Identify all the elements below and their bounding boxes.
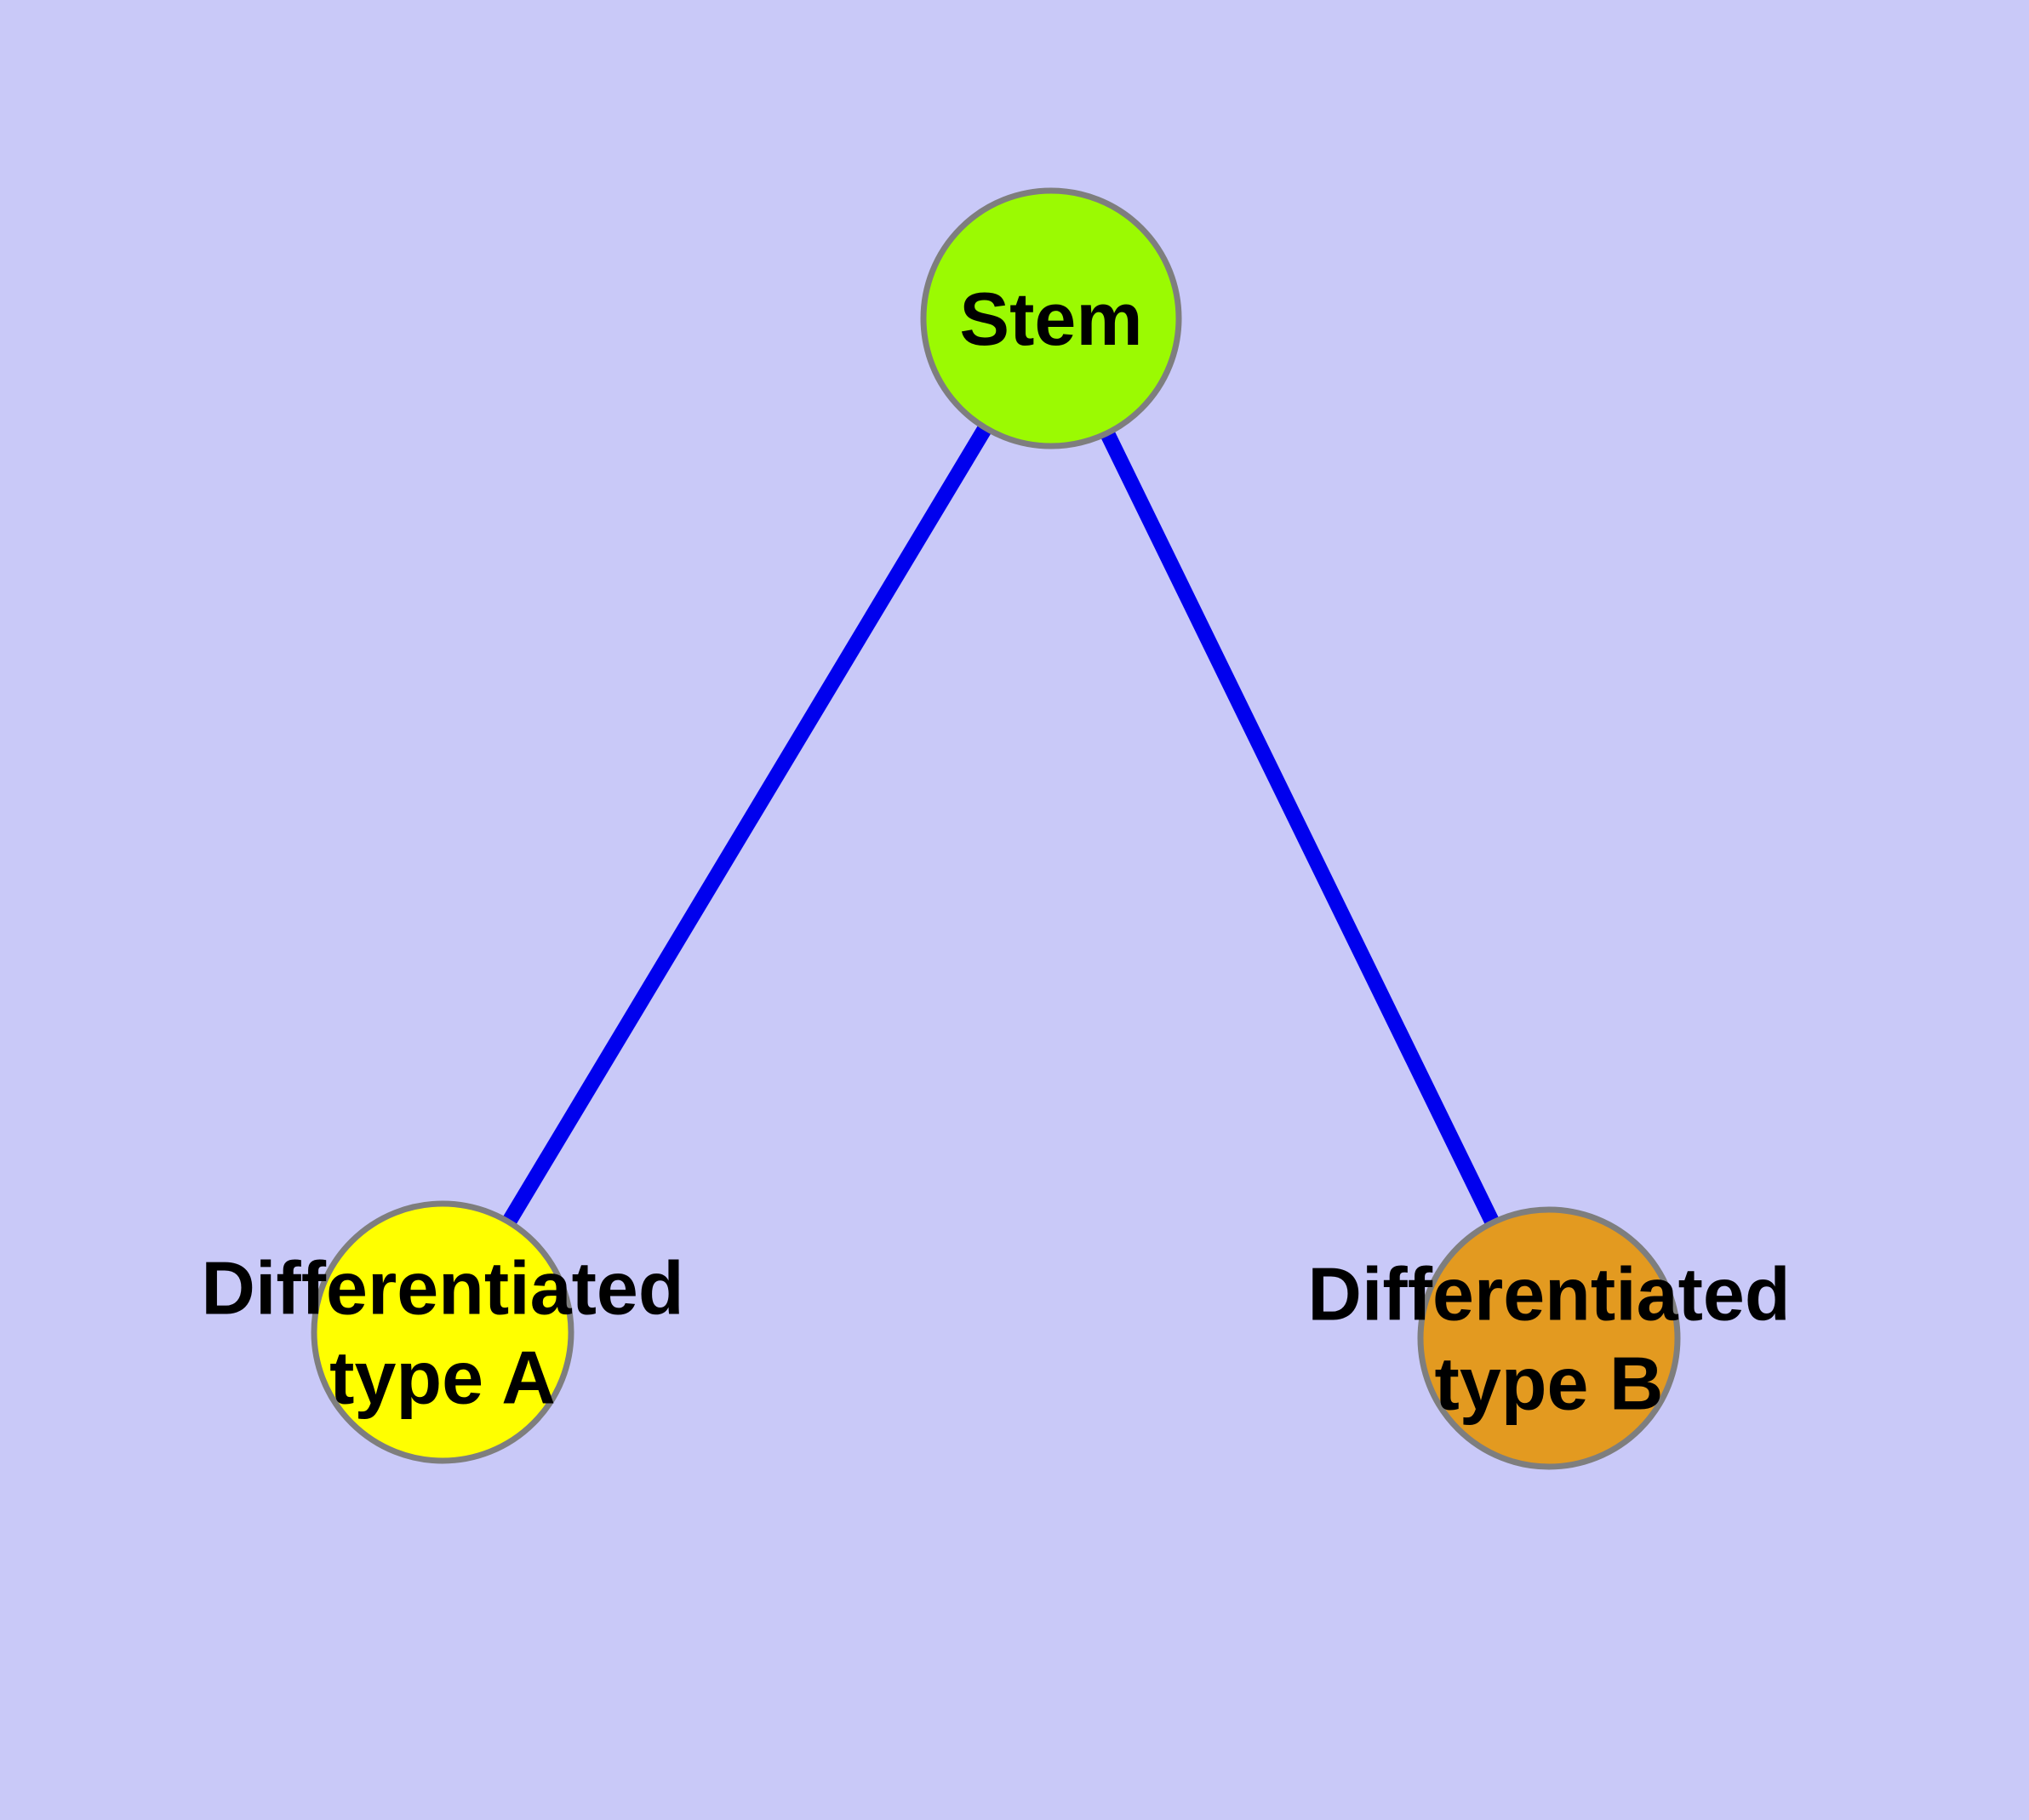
node-type-a: [311, 1200, 574, 1464]
node-stem-label: Stem: [959, 277, 1142, 361]
edges-layer: [436, 314, 1557, 1342]
node-type-a-label-line-1: Differentiated: [201, 1246, 683, 1331]
nodes-layer: [311, 187, 1681, 1470]
node-stem: [920, 187, 1182, 449]
edge-stem-type-a: [436, 314, 1058, 1336]
node-type-b-label-line-1: Differentiated: [1307, 1252, 1790, 1336]
node-type-b: [1417, 1206, 1681, 1470]
node-stem-label-line-1: Stem: [959, 277, 1142, 361]
node-type-a-label-line-2: type A: [329, 1336, 556, 1420]
edge-stem-type-b: [1043, 315, 1557, 1342]
node-type-b-label-line-2: type B: [1435, 1342, 1664, 1426]
